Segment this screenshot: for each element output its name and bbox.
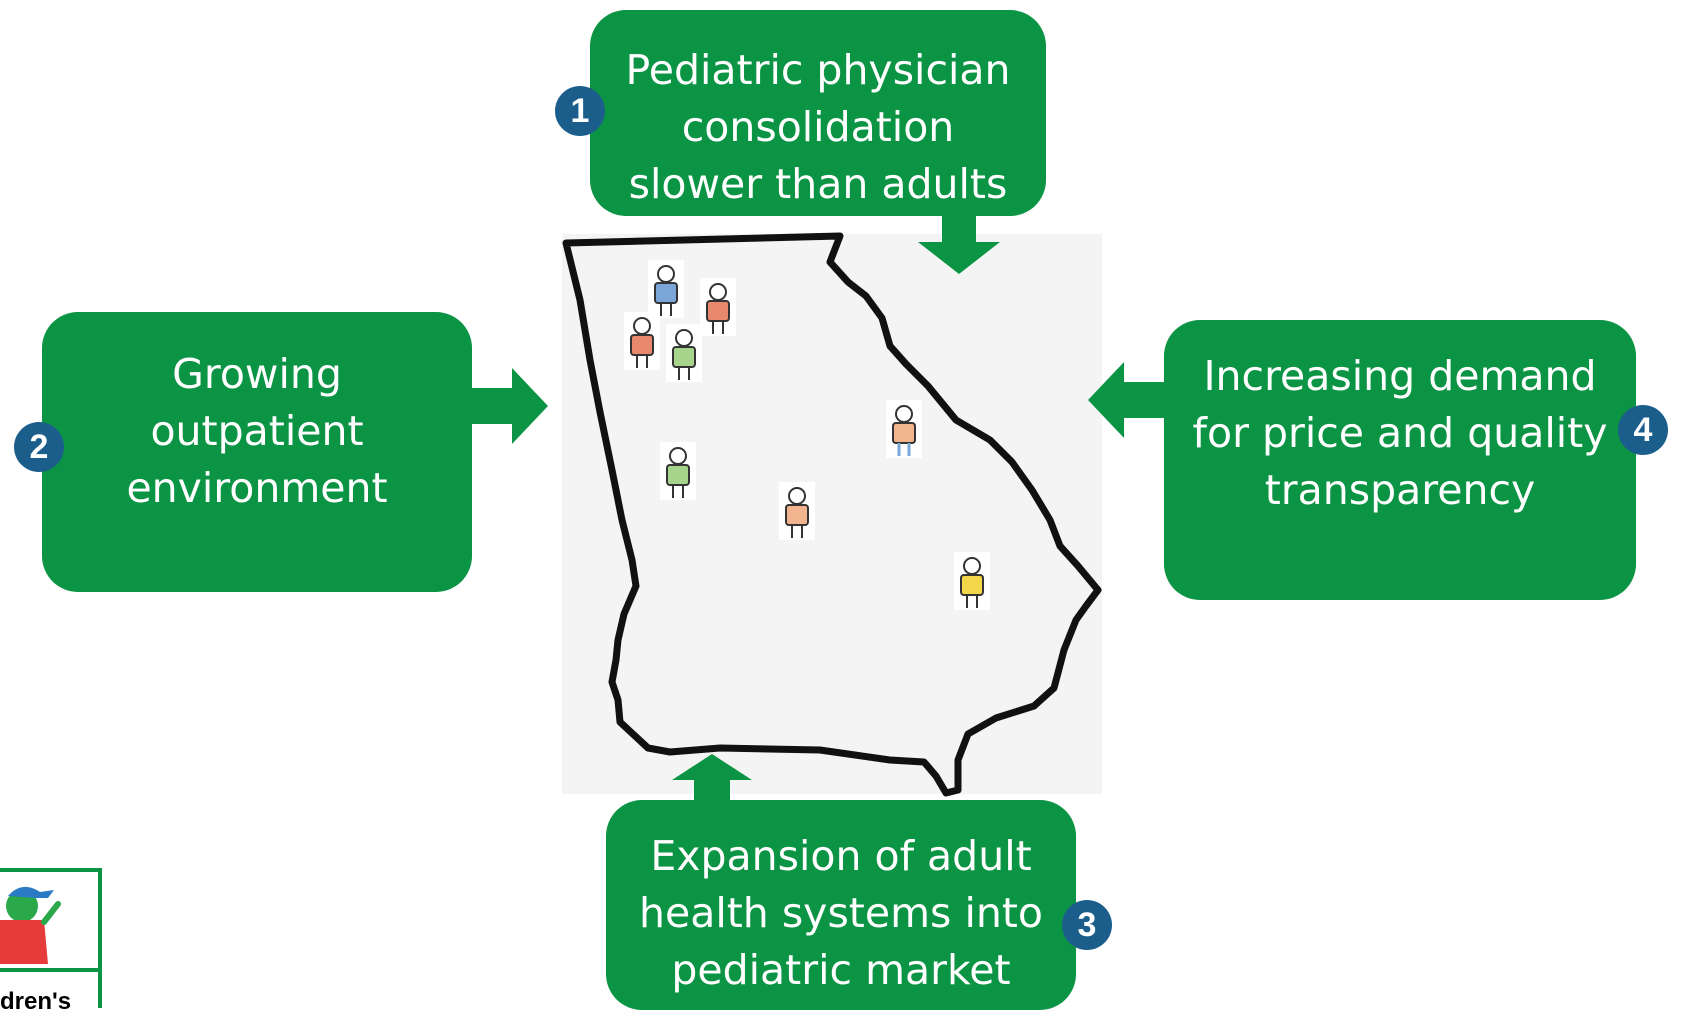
badge-1: 1: [555, 86, 605, 136]
arrow-down-icon: [918, 214, 1000, 274]
stick-figure-icon: [954, 552, 990, 610]
state-map-outline: [562, 232, 1102, 797]
badge-4: 4: [1618, 405, 1668, 455]
stick-figure-icon: [648, 260, 684, 318]
logo-figure-body: [0, 920, 48, 964]
box-line: pediatric market: [671, 946, 1011, 994]
badge-3: 3: [1062, 900, 1112, 950]
stick-figure-icon: [779, 482, 815, 540]
arrow-up-icon: [672, 754, 752, 806]
logo-figure-head: [6, 890, 38, 922]
logo-cap: [8, 886, 54, 898]
box-price-quality-transparency: Increasing demand for price and quality …: [1164, 320, 1636, 600]
stick-figure-icon: [700, 278, 736, 336]
box-line: health systems into: [639, 889, 1043, 937]
box-line: Expansion of adult: [650, 832, 1032, 880]
stick-figure-icon: [660, 442, 696, 500]
box-line: Pediatric physician: [625, 46, 1011, 94]
box-adult-health-systems-expansion: Expansion of adult health systems into p…: [606, 800, 1076, 1010]
box-physician-consolidation: Pediatric physician consolidation slower…: [590, 10, 1046, 216]
stick-figure-icon: [886, 400, 922, 458]
box-outpatient-environment: Growing outpatient environment: [42, 312, 472, 592]
box-line: environment: [126, 464, 388, 512]
childrens-logo: [0, 868, 102, 1008]
stick-figure-icon: [624, 312, 660, 370]
box-line: consolidation: [681, 103, 955, 151]
box-line: slower than adults: [628, 160, 1008, 208]
box-line: Growing: [172, 350, 342, 398]
box-line: for price and quality: [1192, 409, 1608, 457]
box-line: Increasing demand: [1203, 352, 1597, 400]
logo-caption: dren's: [0, 988, 72, 1015]
arrow-right-icon: [472, 368, 548, 444]
badge-2: 2: [14, 422, 64, 472]
stick-figure-icon: [666, 324, 702, 382]
logo-arm: [41, 901, 61, 925]
box-line: transparency: [1264, 466, 1536, 514]
arrow-left-icon: [1088, 362, 1168, 438]
box-line: outpatient: [150, 407, 364, 455]
